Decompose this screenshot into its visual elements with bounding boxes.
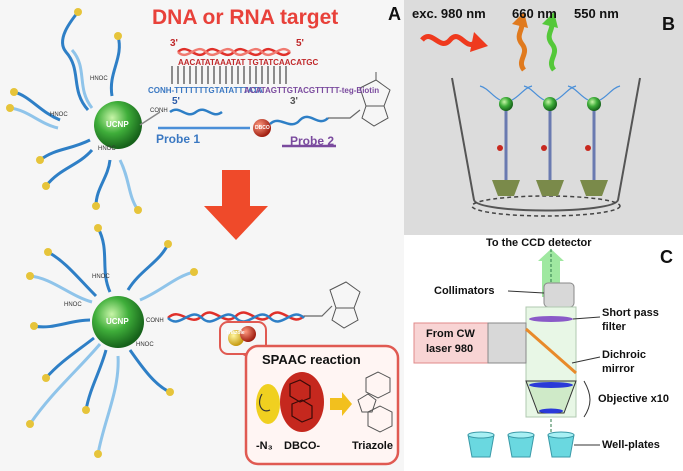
laser-collimator [487, 322, 527, 364]
triazole-red-sphere [240, 326, 256, 342]
well-plates-label: Well-plates [602, 439, 660, 451]
panel-a-letter: A [388, 4, 401, 24]
panel-c-letter: C [660, 247, 673, 267]
emission-660-arrowhead [512, 12, 528, 28]
short-pass-label-line2: filter [602, 321, 626, 333]
probe2-sequence: ACATAGTTGTACGTTTTT-teg-Biotin [244, 86, 380, 95]
spaac-title: SPAAC reaction [262, 352, 361, 367]
bottom-ucnp-sphere [92, 296, 144, 348]
probe2-3prime: 3' [290, 96, 298, 107]
hnoc-label-1: HNOC [90, 76, 108, 82]
collimator-pointer [507, 290, 545, 294]
mirror-pointer [571, 356, 601, 364]
hnoc-label-4: HNOC [92, 274, 110, 280]
biotin-structure [359, 72, 391, 127]
top-ucnp-strands [9, 11, 140, 211]
azide-label: -N₃ [256, 440, 273, 452]
excitation-arrowhead [470, 32, 488, 52]
panel-c-graphics [413, 249, 601, 458]
hnoc-label-5: HNOC [64, 302, 82, 308]
excitation-wave [420, 34, 478, 47]
dbco-label: DBCO- [284, 440, 321, 452]
target-3prime: 3' [170, 38, 178, 49]
panel-b-graphics [420, 12, 641, 217]
detector-label: To the CCD detector [486, 237, 592, 249]
complex-strands [479, 85, 621, 101]
emission-550-arrowhead [542, 12, 558, 28]
collimators-label: Collimators [434, 285, 495, 297]
short-pass-filter [529, 316, 573, 322]
collimator-box [543, 282, 575, 308]
triazole-label: Triazole [352, 440, 393, 452]
excitation-label: exc. 980 nm [412, 6, 486, 21]
dichroic-mirror [525, 327, 577, 375]
target-title: DNA or RNA target [152, 6, 339, 29]
panel-a: A DNA or RNA target 3' 5' AACATATAAATAT … [6, 4, 401, 466]
probe2-dbco-label: DBCO [255, 125, 270, 131]
complex-2 [536, 97, 564, 196]
probe2-dbco-sphere [253, 119, 271, 137]
dichroic-label-line1: Dichroic [602, 349, 647, 361]
laser-label-line1: From CW [426, 328, 475, 340]
bottom-conh-label: CONH [146, 318, 164, 324]
panel-a-graphics [6, 8, 400, 466]
short-pass-label-line1: Short pass [602, 307, 659, 319]
hnoc-label-2: HNOC [50, 112, 68, 118]
panel-b-letter: B [662, 14, 675, 34]
objective-lens-1 [529, 382, 573, 388]
dbco-rings [289, 379, 313, 423]
bottom-double-helix [167, 311, 305, 323]
probe2-helix [269, 115, 329, 126]
top-strand-caps [6, 8, 142, 214]
emission-660-label: 660 nm [512, 6, 557, 21]
panel-b: exc. 980 nm 660 nm 550 nm B [404, 0, 683, 235]
emission-550-wave [546, 20, 558, 72]
probe1-sequence: CONH-TTTTTTTGTATATTTATA [148, 86, 263, 95]
top-ucnp-sphere [94, 101, 142, 149]
target-helix [177, 47, 291, 57]
hnoc-label-3: HNOC [98, 146, 116, 152]
objective-lens-2 [539, 408, 563, 414]
hnoc-label-6: HNOC [136, 342, 154, 348]
probe1-label: Probe 1 [156, 132, 201, 146]
objective-label: Objective x10 [598, 393, 669, 405]
laser-label-line2: laser 980 [426, 343, 474, 355]
complex-1 [492, 97, 520, 196]
biotin-linker [328, 109, 361, 119]
filter-pointer [572, 316, 601, 320]
well-plates [467, 431, 575, 458]
triazole-structure [357, 371, 393, 433]
bottom-biotin-structure [329, 281, 361, 329]
well-bottom [471, 195, 621, 217]
panel-c: To the CCD detector C Collimators From C… [404, 235, 683, 471]
triazole-sphere-label: Triazole [226, 330, 245, 336]
target-5prime: 5' [296, 38, 304, 49]
down-arrow [204, 170, 268, 240]
objective [525, 380, 577, 414]
hybrid-bars [171, 66, 287, 84]
bottom-ucnp-label: UCNP [106, 317, 129, 326]
reaction-arrow [330, 392, 352, 416]
emission-660-wave [516, 20, 528, 72]
target-sequence: AACATATAAATAT TGTATCAACATGC [178, 58, 319, 67]
bottom-biotin-linker [304, 305, 333, 317]
probe1-5prime: 5' [172, 96, 180, 107]
azide-curve [258, 393, 271, 412]
bottom-strand-caps [26, 224, 198, 458]
dbco-shape [280, 372, 324, 432]
top-ucnp-label: UCNP [106, 120, 129, 129]
probe2-label: Probe 2 [290, 134, 335, 148]
probe1-conh: CONH [150, 108, 168, 114]
probe1-helix [169, 108, 223, 116]
emission-550-label: 550 nm [574, 6, 619, 21]
top-ucnp-linker [139, 111, 161, 126]
complex-3 [580, 97, 608, 196]
objective-bracket [583, 380, 591, 418]
dichroic-label-line2: mirror [602, 363, 635, 375]
